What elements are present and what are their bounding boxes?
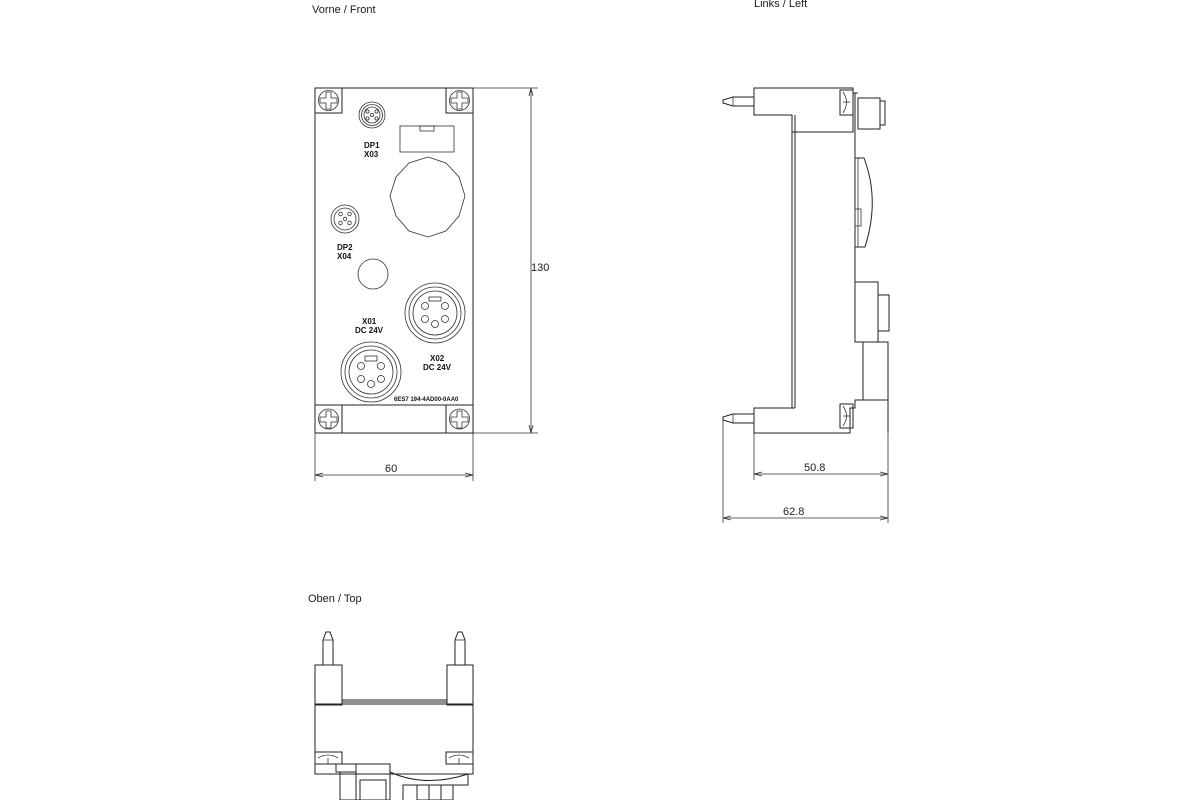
dp2-connector-icon xyxy=(330,204,360,234)
inner-depth-dimension: 50.8 xyxy=(753,433,889,480)
dp2-sublabel: X04 xyxy=(337,252,352,261)
x02-label: X02 xyxy=(430,354,445,363)
screw-icon xyxy=(445,404,474,434)
total-depth-dimension: 62.8 xyxy=(722,420,889,523)
x02-connector-icon xyxy=(404,282,466,344)
blind-plug xyxy=(357,258,389,290)
width-value: 60 xyxy=(385,463,397,475)
top-view-title: Oben / Top xyxy=(308,593,362,605)
front-housing xyxy=(314,87,474,434)
part-number: 6ES7 194-4AD00-0AA0 xyxy=(394,397,459,403)
front-view: DP1 X03 DP2 X04 xyxy=(314,87,549,481)
x01-connector-icon xyxy=(340,341,402,403)
screw-icon xyxy=(445,87,474,114)
label-window xyxy=(399,125,455,153)
dp1-sublabel: X03 xyxy=(364,150,379,159)
inner-depth-value: 50.8 xyxy=(804,462,825,474)
screw-icon xyxy=(314,404,343,434)
x01-label: X01 xyxy=(362,317,377,326)
dp2-label: DP2 xyxy=(337,243,353,252)
height-dimension: 130 xyxy=(473,87,549,434)
dp1-connector-icon xyxy=(358,101,386,129)
left-view-title: Links / Left xyxy=(754,0,808,10)
left-view: 50.8 62.8 xyxy=(722,87,890,523)
dp1-label: DP1 xyxy=(364,141,380,150)
screw-icon xyxy=(314,87,343,114)
total-depth-value: 62.8 xyxy=(783,506,804,518)
front-view-title: Vorne / Front xyxy=(312,4,376,16)
top-view xyxy=(314,631,474,800)
height-value: 130 xyxy=(531,262,549,274)
cover-dodecagon xyxy=(389,156,466,238)
x01-sublabel: DC 24V xyxy=(355,326,384,335)
width-dimension: 60 xyxy=(314,433,474,481)
x02-sublabel: DC 24V xyxy=(423,363,452,372)
